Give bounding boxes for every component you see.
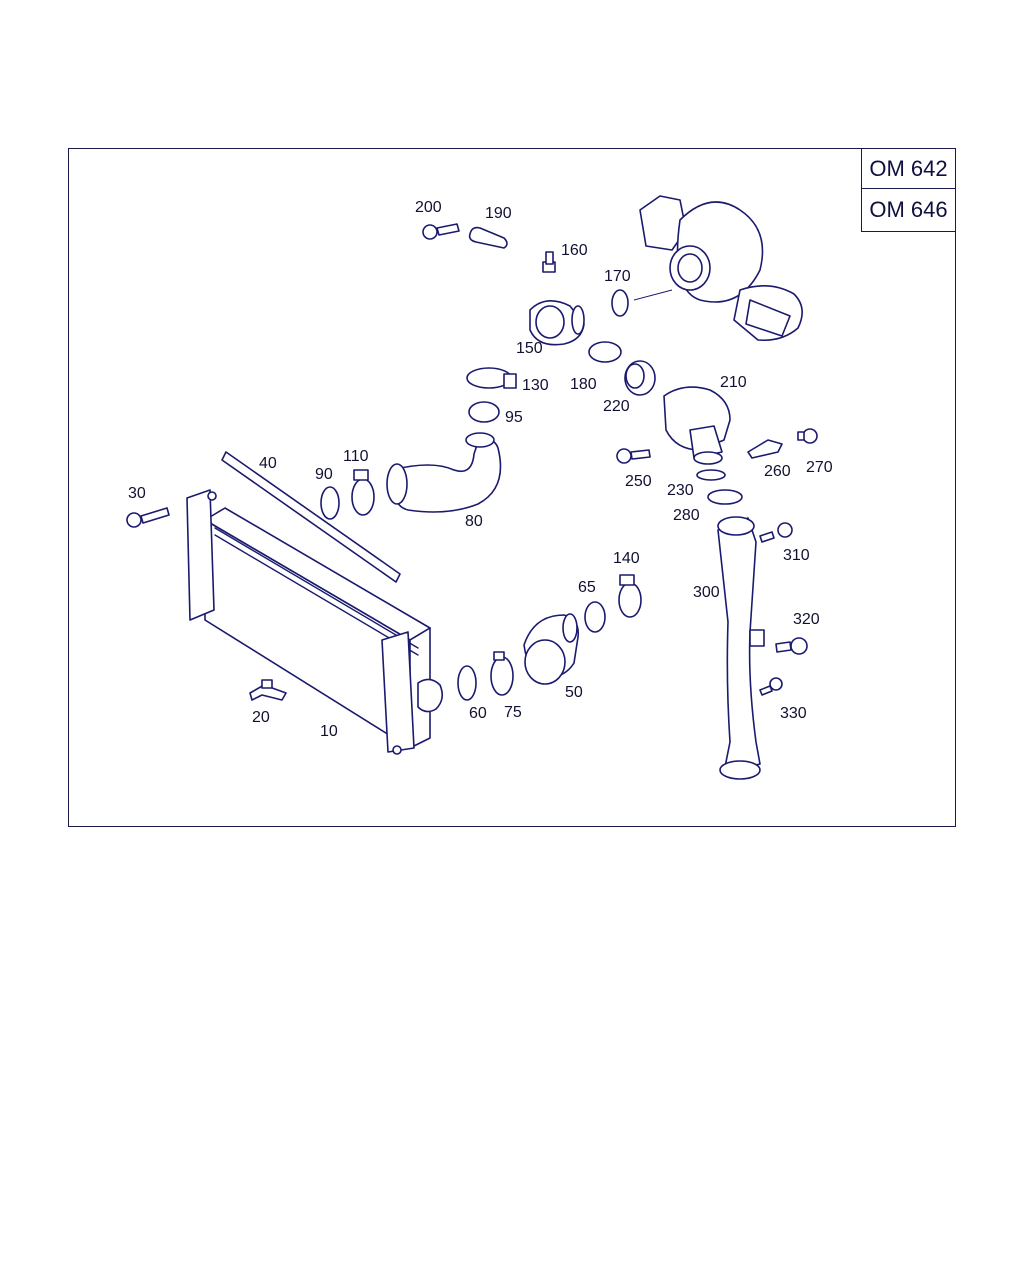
bracket-260 [747,439,783,459]
seal-280 [707,489,743,505]
clamp-140 [618,574,642,618]
plate-190 [468,226,508,249]
strip-40 [221,451,401,583]
seal-ring-90 [320,486,340,520]
turbocharger [639,195,803,342]
callout-80: 80 [465,513,483,530]
callout-250: 250 [625,473,652,490]
bolt-30 [126,507,170,528]
callout-110: 110 [343,448,369,465]
callout-210: 210 [720,374,747,391]
seal-230 [696,469,726,481]
callout-60: 60 [469,705,487,722]
callout-10: 10 [320,723,338,740]
callout-220: 220 [603,398,630,415]
bolt-320 [775,637,808,655]
clamp-75 [490,651,514,696]
callout-95: 95 [505,409,523,426]
pipe-300 [717,516,765,780]
callout-30: 30 [128,485,146,502]
callout-190: 190 [485,205,512,222]
intercooler-10 [186,489,444,755]
seal-ring-65 [584,601,606,633]
bolt-310 [759,522,793,543]
callout-65: 65 [578,579,596,596]
clamp-110 [351,469,375,516]
clamp-180 [588,341,622,363]
hose-50 [523,613,580,685]
diagram-frame: OM 642 OM 646 [68,148,956,827]
bolt-160 [542,251,556,273]
bolt-250 [616,448,651,464]
sleeve-220 [624,360,656,396]
callout-150: 150 [516,340,543,357]
callout-130: 130 [522,377,549,394]
callout-320: 320 [793,611,820,628]
seal-ring-95 [468,401,500,423]
clamp-130 [466,367,517,389]
callout-330: 330 [780,705,807,722]
callout-50: 50 [565,684,583,701]
callout-160: 160 [561,242,588,259]
o-ring-170 [611,289,629,317]
hose-150 [529,300,585,346]
callout-230: 230 [667,482,694,499]
callout-75: 75 [504,704,522,721]
bolt-200 [422,223,460,240]
callout-260: 260 [764,463,791,480]
callout-310: 310 [783,547,810,564]
callout-90: 90 [315,466,333,483]
callout-300: 300 [693,584,720,601]
callout-270: 270 [806,459,833,476]
callout-280: 280 [673,507,700,524]
seal-ring-60 [457,665,477,701]
callout-20: 20 [252,709,270,726]
throttle-valve-210 [663,386,731,465]
callout-140: 140 [613,550,640,567]
engine-label-om646: OM 646 [861,189,955,232]
engine-label-om642: OM 642 [861,149,955,189]
nut-270 [797,428,818,444]
hose-80 [386,432,502,513]
callout-170: 170 [604,268,631,285]
callout-200: 200 [415,199,442,216]
bolt-330 [759,677,783,696]
callout-40: 40 [259,455,277,472]
callout-180: 180 [570,376,597,393]
bracket-20 [249,679,287,701]
